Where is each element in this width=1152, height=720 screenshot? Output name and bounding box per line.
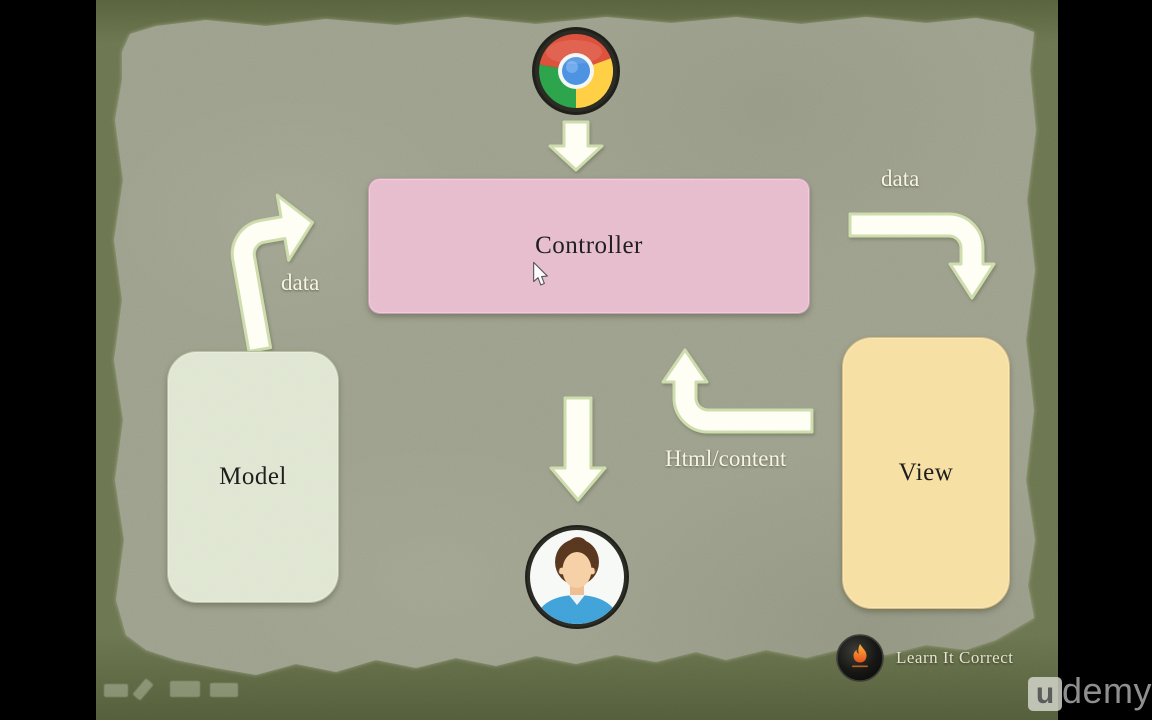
user-avatar-icon	[524, 524, 630, 635]
edge-label-model-to-controller: data	[281, 270, 320, 295]
udemy-u-mark: u	[1028, 677, 1062, 711]
learn-it-correct-logo: Learn It Correct	[836, 634, 1014, 682]
model-box: Model	[167, 351, 339, 603]
edge-label-controller-to-view: data	[881, 166, 920, 191]
controller-box: Controller	[368, 178, 810, 314]
letterbox-right	[1058, 0, 1152, 720]
controller-label: Controller	[535, 232, 643, 259]
mouse-cursor	[533, 261, 548, 286]
chrome-icon	[531, 26, 621, 121]
flame-icon	[836, 634, 884, 682]
view-box: View	[842, 337, 1010, 609]
letterbox-left	[0, 0, 96, 720]
udemy-wordmark: demy	[1062, 670, 1152, 711]
ghost-pointer-icon	[104, 684, 128, 697]
ghost-slides-icon	[170, 681, 200, 697]
ghost-menu-icon	[210, 683, 238, 697]
model-label: Model	[219, 463, 287, 490]
edge-label-view-to-controller: Html/content	[665, 446, 787, 471]
channel-name-label: Learn It Correct	[896, 648, 1014, 667]
view-label: View	[898, 459, 954, 486]
